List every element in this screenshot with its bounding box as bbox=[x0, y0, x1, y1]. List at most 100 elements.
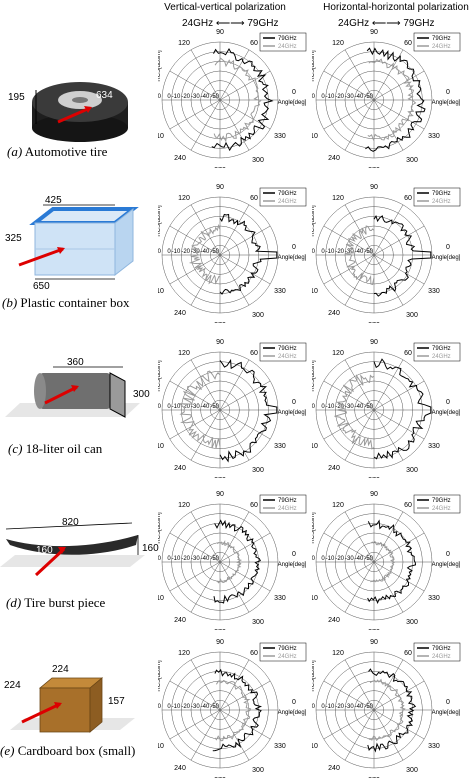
radial-tick-label: -50 bbox=[210, 704, 219, 710]
container-dim-height: 325 bbox=[5, 233, 22, 244]
container-illustration: 425 325 650 bbox=[5, 195, 139, 290]
polar-grid-spoke bbox=[219, 561, 250, 613]
angle-tick-label: 120 bbox=[178, 40, 190, 47]
radial-tick-label: -40 bbox=[355, 404, 364, 410]
polar-grid-spoke bbox=[323, 99, 375, 130]
radial-tick-label: 0 bbox=[321, 556, 325, 562]
tire-burst-illustration: 820 160 160 bbox=[0, 517, 159, 577]
rcs-axis-label: RCS[dBsm] bbox=[312, 660, 316, 692]
angle-tick-label: 90 bbox=[370, 339, 378, 346]
angle-tick-label: 300 bbox=[406, 767, 418, 774]
angle-tick-label: 240 bbox=[174, 465, 186, 472]
caption-letter: (a) bbox=[7, 144, 23, 159]
tire-illustration: 195 634 bbox=[8, 82, 128, 142]
tire-dim-diameter: 634 bbox=[96, 90, 113, 101]
polar-grid-spoke bbox=[219, 359, 250, 411]
caption-letter: (e) bbox=[0, 743, 15, 758]
radial-tick-label: 10 bbox=[158, 556, 162, 562]
caption-text: Automotive tire bbox=[24, 144, 108, 159]
polar-grid-spoke bbox=[190, 659, 221, 711]
angle-tick-label: 210 bbox=[158, 133, 164, 140]
radial-tick-label: -10 bbox=[172, 249, 181, 255]
radial-tick-label: -10 bbox=[172, 704, 181, 710]
angle-tick-label: 300 bbox=[406, 157, 418, 164]
radial-tick-label: -20 bbox=[181, 556, 190, 562]
angle-tick-label: 330 bbox=[428, 743, 440, 750]
series-trace-24GHz bbox=[178, 370, 221, 449]
series-trace-24GHz bbox=[213, 57, 262, 143]
row-caption: (c) 18-liter oil can bbox=[8, 441, 102, 457]
radial-tick-label: 10 bbox=[312, 404, 316, 410]
polar-grid-spoke bbox=[190, 409, 221, 461]
polar-grid-spoke bbox=[323, 561, 375, 592]
radial-tick-label: -20 bbox=[335, 94, 344, 100]
polar-grid-spoke bbox=[219, 254, 250, 306]
angle-tick-label: 240 bbox=[174, 765, 186, 772]
legend-entry: 79GHz bbox=[432, 646, 451, 652]
polar-grid-spoke bbox=[169, 409, 221, 440]
polar-grid-spoke bbox=[323, 70, 375, 101]
radial-tick-label: 10 bbox=[158, 404, 162, 410]
angle-tick-label: 60 bbox=[250, 40, 258, 47]
angle-tick-label: 90 bbox=[370, 639, 378, 646]
angle-tick-label: 270 bbox=[214, 629, 226, 630]
radial-tick-label: -40 bbox=[201, 704, 210, 710]
polar-grid-spoke bbox=[373, 511, 404, 563]
series-trace-79GHz bbox=[219, 213, 278, 295]
vv-freq-right: 79GHz bbox=[247, 18, 279, 29]
legend-entry: 79GHz bbox=[432, 191, 451, 197]
legend-entry: 79GHz bbox=[278, 36, 297, 42]
polar-grid-spoke bbox=[323, 709, 375, 740]
radial-tick-label: -20 bbox=[335, 556, 344, 562]
angle-tick-label: 300 bbox=[406, 619, 418, 626]
polar-grid-spoke bbox=[219, 254, 271, 285]
box-dim-depth: 224 bbox=[4, 680, 21, 691]
angle-tick-label: 240 bbox=[174, 155, 186, 162]
angle-tick-label: 330 bbox=[274, 443, 286, 450]
caption-letter: (d) bbox=[6, 595, 22, 610]
polar-grid-spoke bbox=[190, 359, 221, 411]
angle-tick-label: 60 bbox=[404, 502, 412, 509]
polar-grid-spoke bbox=[373, 659, 404, 711]
series-trace-24GHz bbox=[368, 678, 406, 742]
polar-grid-spoke bbox=[344, 254, 375, 306]
angle-tick-label: 90 bbox=[216, 184, 224, 191]
radial-tick-label: -40 bbox=[201, 249, 210, 255]
radial-tick-label: -40 bbox=[201, 556, 210, 562]
series-trace-79GHz bbox=[213, 519, 261, 604]
polar-grid-spoke bbox=[219, 49, 250, 101]
angle-tick-label: 210 bbox=[312, 743, 318, 750]
angle-tick-label: 240 bbox=[328, 155, 340, 162]
rcs-axis-label: RCS[dBsm] bbox=[312, 50, 316, 82]
polar-grid-spoke bbox=[219, 561, 271, 592]
radial-tick-label: -50 bbox=[210, 404, 219, 410]
radial-tick-label: -30 bbox=[345, 249, 354, 255]
polar-grid-spoke bbox=[373, 680, 425, 711]
radial-tick-label: -30 bbox=[191, 704, 200, 710]
radial-tick-label: -50 bbox=[210, 556, 219, 562]
radial-tick-label: -30 bbox=[191, 556, 200, 562]
radial-tick-label: 0 bbox=[167, 249, 171, 255]
vv-freq-left: 24GHz bbox=[182, 18, 214, 29]
polar-grid-spoke bbox=[169, 225, 221, 256]
series-trace-79GHz bbox=[365, 47, 426, 152]
angle-tick-label: 210 bbox=[312, 133, 318, 140]
polar-grid-spoke bbox=[219, 225, 271, 256]
polar-grid-spoke bbox=[219, 532, 271, 563]
angle-tick-label: 90 bbox=[216, 639, 224, 646]
angle-tick-label: 300 bbox=[406, 467, 418, 474]
angle-tick-label: 60 bbox=[250, 502, 258, 509]
angle-axis-label: Angle[deg] bbox=[432, 100, 461, 106]
radial-tick-label: -10 bbox=[326, 404, 335, 410]
container-dim-width: 425 bbox=[45, 195, 62, 206]
angle-tick-label: 240 bbox=[328, 765, 340, 772]
series-trace-79GHz bbox=[373, 358, 432, 460]
angle-axis-label: Angle[deg] bbox=[432, 562, 461, 568]
angle-axis-label: Angle[deg] bbox=[432, 410, 461, 416]
angle-tick-label: 210 bbox=[158, 443, 164, 450]
cardboard-box-illustration: 224 224 157 bbox=[4, 664, 135, 733]
angle-tick-label: 0 bbox=[292, 551, 296, 558]
polar-grid-spoke bbox=[323, 380, 375, 411]
angle-tick-label: 90 bbox=[216, 339, 224, 346]
radial-tick-label: 10 bbox=[312, 94, 316, 100]
